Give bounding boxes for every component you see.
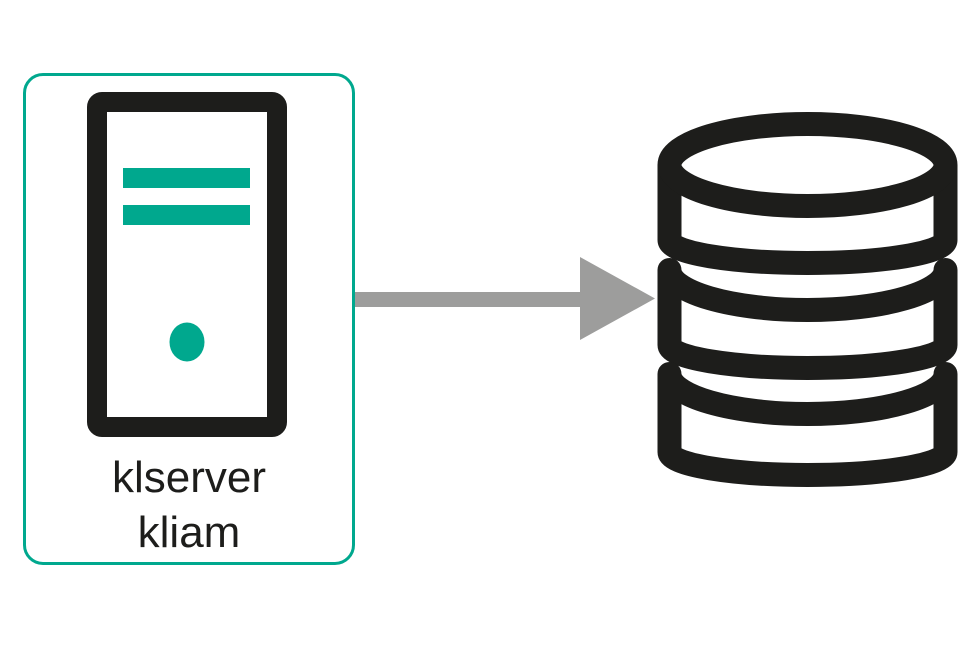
server-node-label-line1: klserver xyxy=(111,453,267,502)
database-icon xyxy=(657,112,958,487)
server-tower-outline xyxy=(87,92,287,437)
server-slot-top xyxy=(123,168,250,188)
database-disk-bottom xyxy=(657,362,958,487)
server-slot-bottom xyxy=(123,205,250,225)
server-icon xyxy=(87,92,287,437)
arrow-icon xyxy=(355,257,655,340)
database-disk-top-face xyxy=(657,112,958,218)
arrow-shape xyxy=(355,257,655,340)
server-node-label-line2: kliam xyxy=(137,508,241,557)
server-power-led xyxy=(169,322,205,362)
database-disk-middle xyxy=(657,258,958,380)
server-node-label: klserver kliam xyxy=(23,450,355,560)
